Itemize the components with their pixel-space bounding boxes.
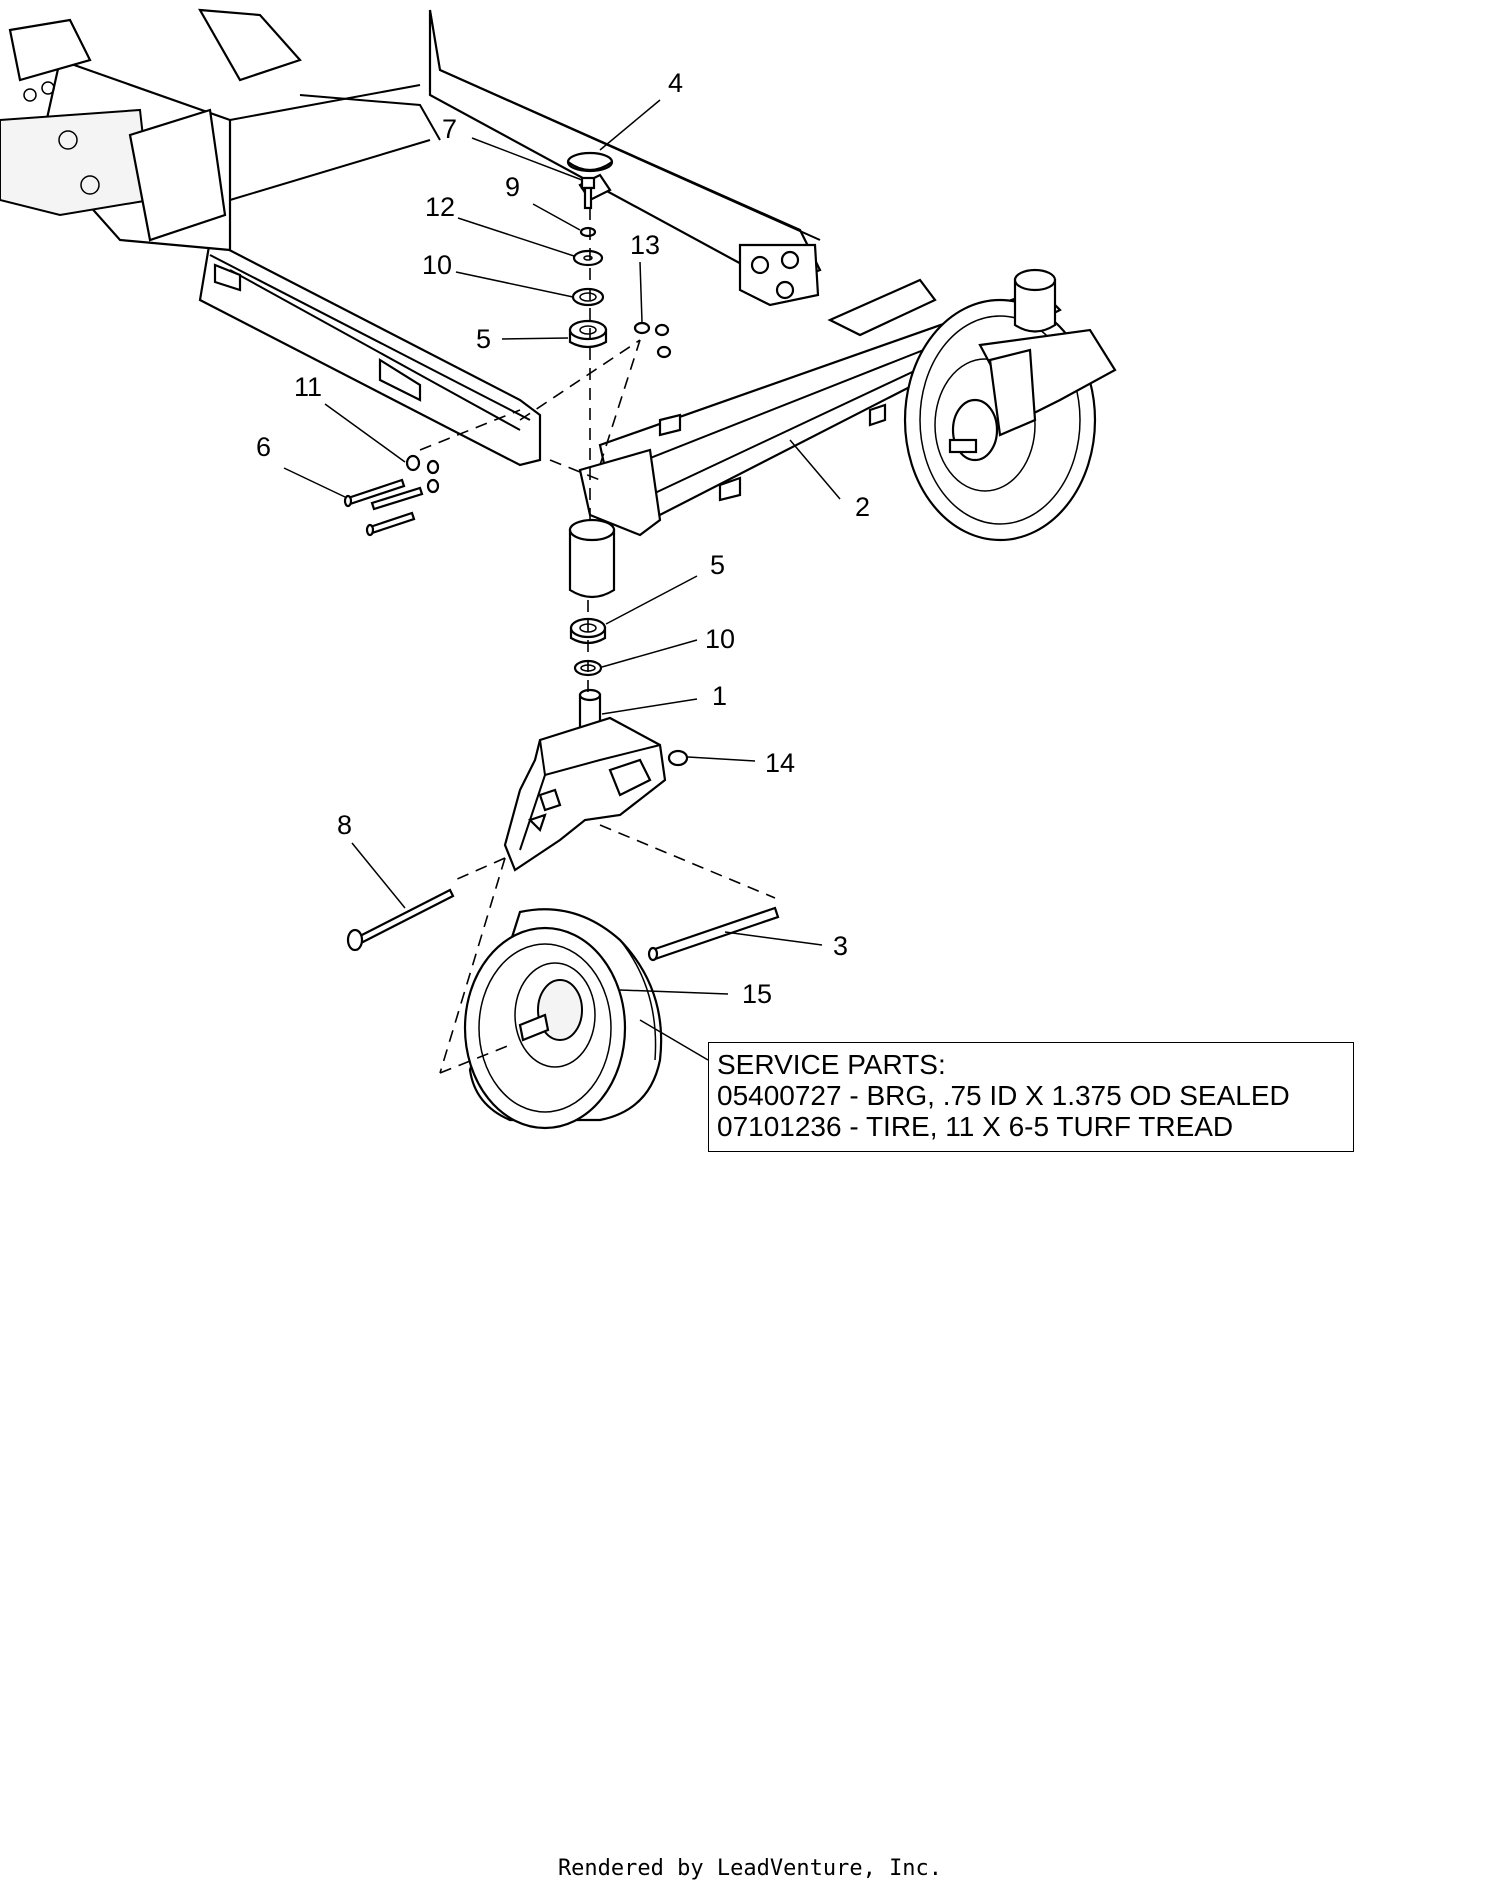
caster-wheel-15 <box>463 908 663 1130</box>
leader-lines <box>283 99 841 1061</box>
callout-11: 11 <box>294 372 322 402</box>
assembly-lines <box>419 208 776 1074</box>
callout-15: 15 <box>742 979 772 1009</box>
nuts-13 <box>633 321 672 359</box>
callout-3: 3 <box>833 931 848 961</box>
nut-9 <box>579 226 597 238</box>
axle-bolt-8 <box>346 888 455 952</box>
callout-10-top: 10 <box>422 250 452 280</box>
service-parts-box: SERVICE PARTS: 05400727 - BRG, .75 ID X … <box>708 1042 1354 1152</box>
callout-12: 12 <box>425 192 455 222</box>
washers-11 <box>405 454 440 494</box>
nut-14 <box>667 749 689 767</box>
callout-10-bottom: 10 <box>705 624 735 654</box>
callout-9: 9 <box>505 172 520 202</box>
callout-2: 2 <box>855 492 870 522</box>
bearing-5-top <box>568 319 608 349</box>
callout-13: 13 <box>630 230 660 260</box>
spacer-10-top <box>571 287 605 307</box>
callout-14: 14 <box>765 748 795 778</box>
axle-tube-3 <box>647 906 780 962</box>
callout-labels: 4 7 9 12 13 10 5 11 6 2 5 10 1 14 8 3 15 <box>256 68 870 1009</box>
callout-7: 7 <box>442 114 457 144</box>
service-part-tire: 07101236 - TIRE, 11 X 6-5 TURF TREAD <box>717 1111 1234 1142</box>
bolts-6 <box>343 478 424 537</box>
washer-12 <box>572 249 604 267</box>
callout-4: 4 <box>668 68 683 98</box>
bolt-7 <box>580 176 596 210</box>
mower-frame <box>0 8 822 467</box>
right-caster-wheel <box>903 268 1117 542</box>
cap-rim <box>567 161 613 172</box>
caster-fork <box>503 688 667 872</box>
callout-8: 8 <box>337 810 352 840</box>
footer-credit: Rendered by LeadVenture, Inc. <box>557 1856 943 1881</box>
callout-5-bottom: 5 <box>710 550 725 580</box>
callout-5-top: 5 <box>476 324 491 354</box>
callout-1: 1 <box>712 681 727 711</box>
service-parts-heading: SERVICE PARTS: <box>717 1049 946 1080</box>
service-part-bearing: 05400727 - BRG, .75 ID X 1.375 OD SEALED <box>717 1080 1290 1111</box>
callout-6: 6 <box>256 432 271 462</box>
